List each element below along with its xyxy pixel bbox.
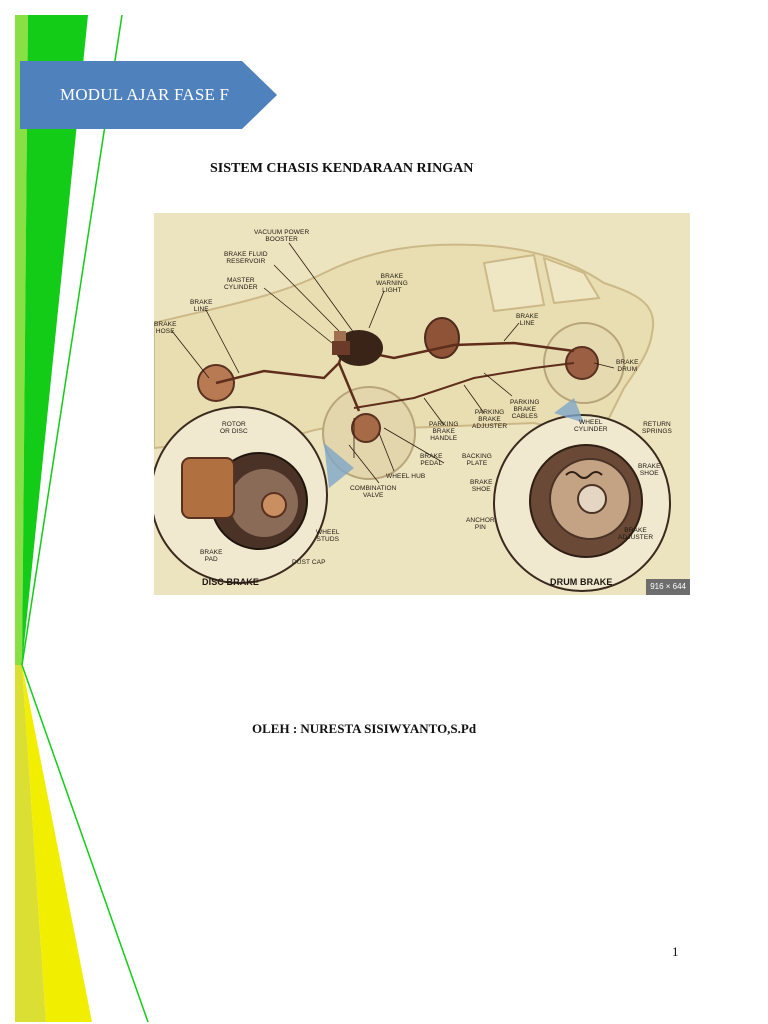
brake-line-front xyxy=(337,362,361,412)
rear-left-drum xyxy=(424,317,460,359)
label-brake-pedal: BRAKE PEDAL xyxy=(420,453,443,467)
label-fluid-reservoir: BRAKE FLUID RESERVOIR xyxy=(224,251,268,265)
label-combination-valve: COMBINATION VALVE xyxy=(350,485,397,499)
label-warning-light: BRAKE WARNING LIGHT xyxy=(376,273,408,294)
drum-return-spring xyxy=(565,471,603,479)
label-brake-adjuster: BRAKE ADJUSTER xyxy=(618,527,654,541)
label-rotor: ROTOR OR DISC xyxy=(220,421,248,435)
label-wheel-cylinder: WHEEL CYLINDER xyxy=(574,419,608,433)
disc-caliper xyxy=(181,457,235,519)
document-title: SISTEM CHASIS KENDARAAN RINGAN xyxy=(210,161,474,176)
label-master-cylinder: MASTER CYLINDER xyxy=(224,277,258,291)
yellow-stripe xyxy=(22,665,92,1022)
label-disc-brake: DISC BRAKE xyxy=(202,577,260,587)
label-drum-brake: DRUM BRAKE xyxy=(550,577,613,587)
master-cylinder xyxy=(332,341,350,355)
author-line: OLEH : NURESTA SISIWYANTO,S.Pd xyxy=(252,721,477,736)
label-vacuum-booster: VACUUM POWER BOOSTER xyxy=(254,229,310,243)
label-parking-adjuster: PARKING BRAKE ADJUSTER xyxy=(472,409,508,430)
disc-callout-wedge xyxy=(324,443,354,488)
label-wheel-hub: WHEEL HUB xyxy=(386,473,426,480)
image-dimensions-badge: 916 × 644 xyxy=(646,579,690,595)
label-parking-handle: PARKING BRAKE HANDLE xyxy=(429,421,459,442)
brake-system-drawing xyxy=(154,242,671,592)
label-wheel-studs: WHEEL STUDS xyxy=(316,529,340,543)
drum-center xyxy=(577,484,607,514)
car-window xyxy=(482,253,546,313)
label-brake-hose: BRAKE HOSE xyxy=(154,321,177,335)
label-brake-drum: BRAKE DRUM xyxy=(616,359,639,373)
label-backing-plate: BACKING PLATE xyxy=(462,453,492,467)
yellow-stripe-light xyxy=(15,665,46,1022)
banner-text: MODUL AJAR FASE F xyxy=(60,85,230,104)
label-leader-lines xyxy=(171,242,615,484)
parking-cable xyxy=(353,362,575,409)
front-hub xyxy=(351,413,381,443)
label-brake-line-right: BRAKE LINE xyxy=(516,313,539,327)
label-brake-line-left: BRAKE LINE xyxy=(190,299,213,313)
green-stripe-light xyxy=(15,15,28,665)
green-line-bottom xyxy=(21,664,149,1023)
green-stripe xyxy=(22,15,88,665)
drum-callout-wedge xyxy=(554,398,584,423)
title-banner: MODUL AJAR FASE F xyxy=(20,61,277,129)
label-parking-cables: PARKING BRAKE CABLES xyxy=(510,399,540,420)
fluid-reservoir xyxy=(334,331,346,341)
label-dust-cap: DUST CAP xyxy=(292,559,326,566)
label-brake-shoe-left: BRAKE SHOE xyxy=(470,479,493,493)
car-window-rear xyxy=(542,256,601,305)
page-number: 1 xyxy=(672,944,679,959)
vacuum-booster xyxy=(335,330,383,366)
label-return-springs: RETURN SPRINGS xyxy=(642,421,672,435)
label-brake-pad: BRAKE PAD xyxy=(200,549,223,563)
disc-hub-cap xyxy=(261,492,287,518)
brake-system-illustration: VACUUM POWER BOOSTER BRAKE FLUID RESERVO… xyxy=(154,213,690,595)
label-anchor-pin: ANCHOR PIN xyxy=(466,517,495,531)
label-brake-shoe-right: BRAKE SHOE xyxy=(638,463,661,477)
banner-arrow-shape xyxy=(20,61,277,129)
